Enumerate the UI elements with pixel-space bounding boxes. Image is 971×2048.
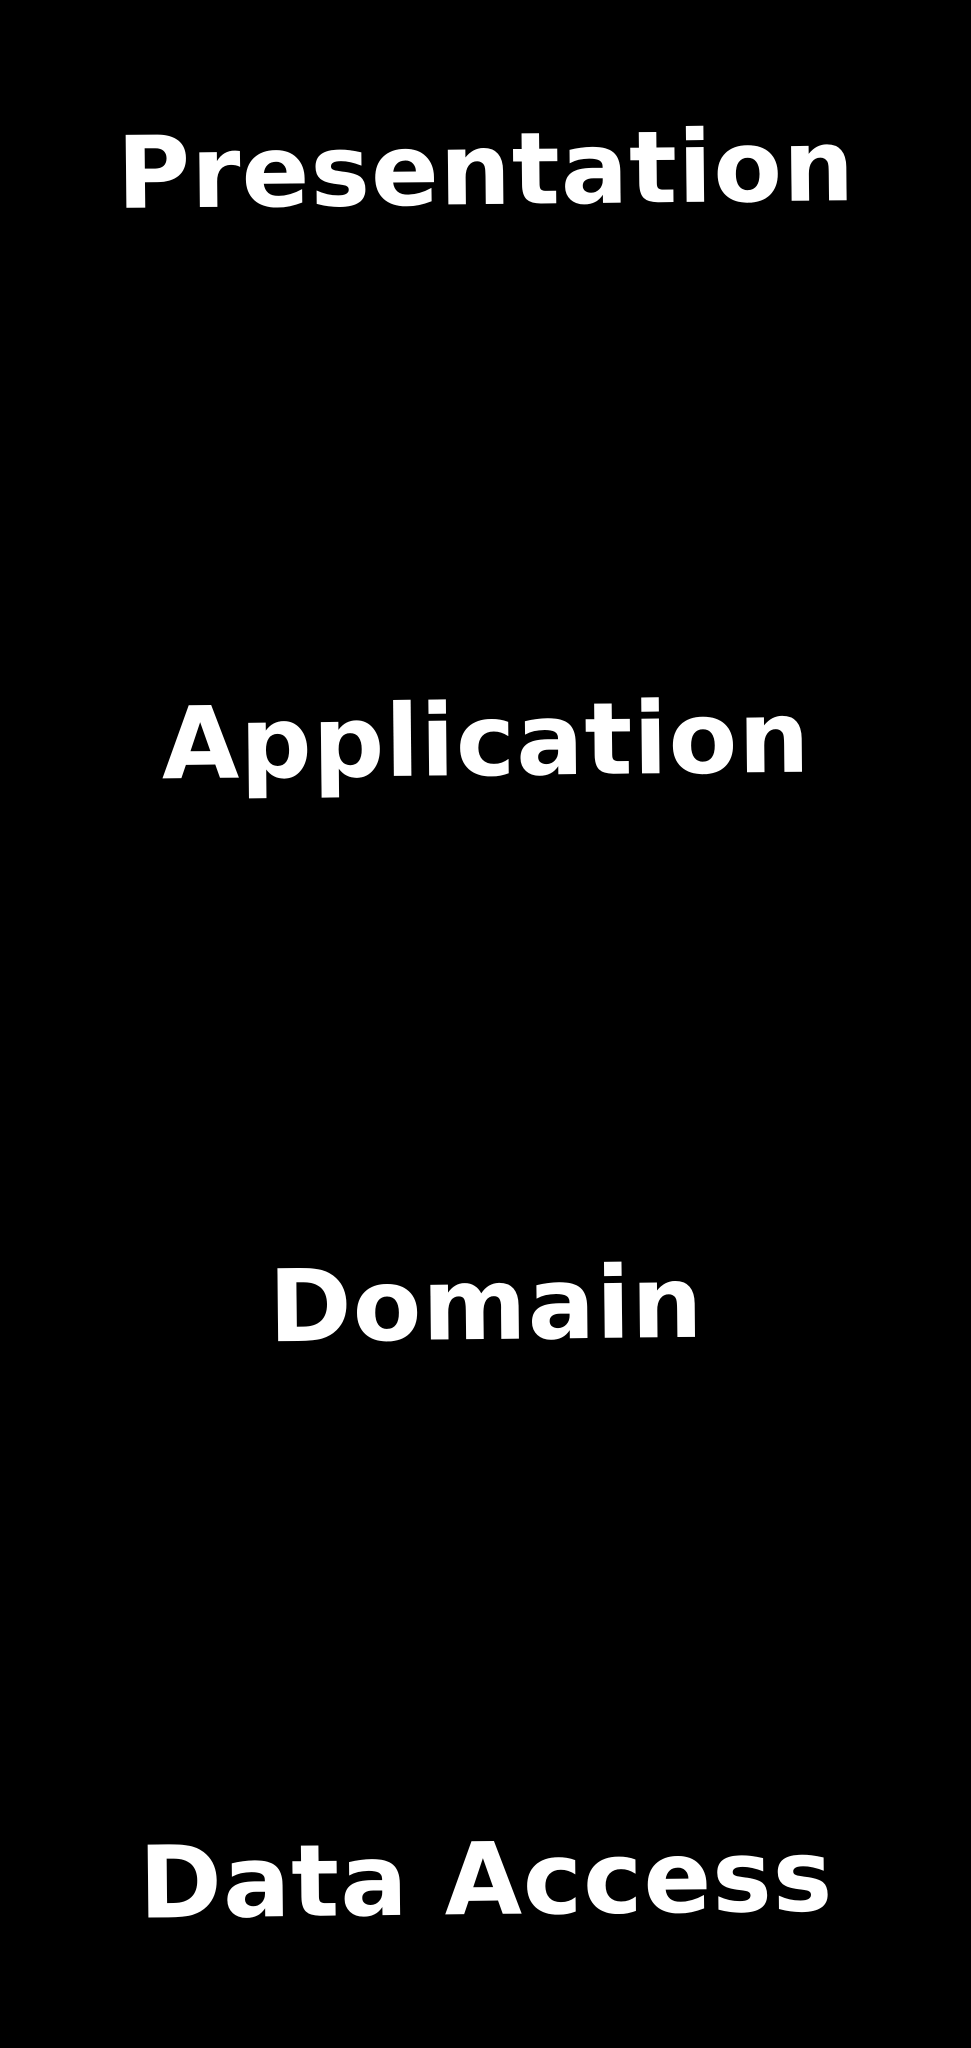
node-label-presentation: Presentation bbox=[116, 107, 856, 232]
node-label-data-access: Data Access bbox=[138, 1817, 834, 1942]
arrow-down-icon-domain-to-data-access bbox=[448, 1491, 509, 1683]
node-label-application: Application bbox=[160, 678, 812, 803]
node-label-domain: Domain bbox=[267, 1243, 705, 1366]
arrow-down-icon-application-to-domain bbox=[448, 923, 509, 1113]
node-domain: Domain bbox=[26, 1157, 946, 1449]
node-application: Application bbox=[26, 593, 946, 885]
node-data-access: Data Access bbox=[26, 1732, 946, 2024]
arrow-down-icon-presentation-to-application bbox=[449, 360, 508, 552]
node-presentation: Presentation bbox=[26, 22, 946, 314]
